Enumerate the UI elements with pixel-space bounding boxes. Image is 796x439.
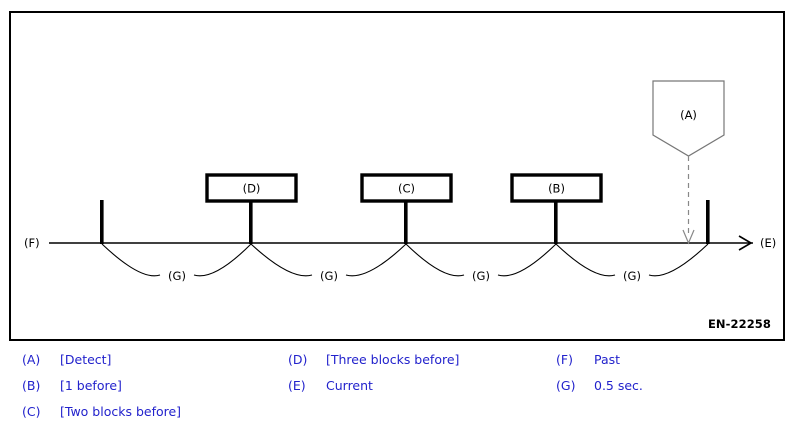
interval-arc xyxy=(193,243,252,277)
axis-arrowhead-icon xyxy=(738,235,753,251)
detect-callout: (A) xyxy=(652,80,725,157)
legend-item: (D) [Three blocks before] xyxy=(288,352,459,378)
legend-column: (D) [Three blocks before] (E) Current xyxy=(288,352,459,404)
interval-label: (G) xyxy=(320,269,338,283)
legend-item: (C) [Two blocks before] xyxy=(22,404,181,430)
interval-arc xyxy=(250,243,313,277)
legend-item: (G) 0.5 sec. xyxy=(556,378,643,404)
block-stem xyxy=(404,201,408,244)
legend-key: (D) xyxy=(288,352,308,367)
block-stem xyxy=(249,201,253,244)
block-box-label: (D) xyxy=(243,182,261,196)
interval-arc xyxy=(497,243,557,277)
interval-arc xyxy=(405,243,465,277)
legend-item: (B) [1 before] xyxy=(22,378,181,404)
callout-arrowhead-icon xyxy=(682,229,695,245)
interval-arc xyxy=(555,243,616,277)
axis-label-past: (F) xyxy=(24,236,40,250)
interval-arc xyxy=(648,243,709,277)
legend-key: (C) xyxy=(22,404,41,419)
legend-key: (G) xyxy=(556,378,576,393)
legend-item: (E) Current xyxy=(288,378,459,404)
block-box: (C) xyxy=(360,173,453,203)
legend-text: Current xyxy=(326,378,373,393)
legend-text: [Three blocks before] xyxy=(326,352,460,367)
legend-key: (F) xyxy=(556,352,573,367)
block-box-outline xyxy=(510,173,603,203)
legend-text: Past xyxy=(594,352,621,367)
timeline-tick xyxy=(100,200,104,244)
legend-text: 0.5 sec. xyxy=(594,378,643,393)
timeline-tick xyxy=(706,200,710,244)
axis-label-current: (E) xyxy=(760,236,776,250)
callout-pentagon-outline xyxy=(652,80,725,157)
interval-label: (G) xyxy=(472,269,490,283)
block-box-label: (C) xyxy=(398,182,415,196)
block-box-label: (B) xyxy=(548,182,565,196)
block-box: (D) xyxy=(205,173,298,203)
block-box-outline xyxy=(360,173,453,203)
interval-arc xyxy=(101,243,161,277)
interval-label: (G) xyxy=(623,269,641,283)
legend-text: [Detect] xyxy=(60,352,112,367)
legend-text: [Two blocks before] xyxy=(60,404,182,419)
block-stem xyxy=(554,201,558,244)
legend-column: (F) Past (G) 0.5 sec. xyxy=(556,352,643,404)
callout-label: (A) xyxy=(680,108,697,122)
legend-column: (A) [Detect] (B) [1 before] (C) [Two blo… xyxy=(22,352,181,430)
timeline-diagram: (G) (G) (G) (G) (D) (C) (B) xyxy=(24,80,776,283)
legend-key: (E) xyxy=(288,378,306,393)
block-box-outline xyxy=(205,173,298,203)
legend-text: [1 before] xyxy=(60,378,122,393)
interval-label: (G) xyxy=(168,269,186,283)
legend-key: (A) xyxy=(22,352,41,367)
legend: (A) [Detect] (B) [1 before] (C) [Two blo… xyxy=(0,352,796,439)
legend-key: (B) xyxy=(22,378,41,393)
drawing-number: EN-22258 xyxy=(707,317,771,331)
block-box: (B) xyxy=(510,173,603,203)
interval-arc xyxy=(345,243,407,277)
figure-frame: (G) (G) (G) (G) (D) (C) (B) xyxy=(9,11,785,341)
legend-item: (F) Past xyxy=(556,352,643,378)
legend-item: (A) [Detect] xyxy=(22,352,181,378)
